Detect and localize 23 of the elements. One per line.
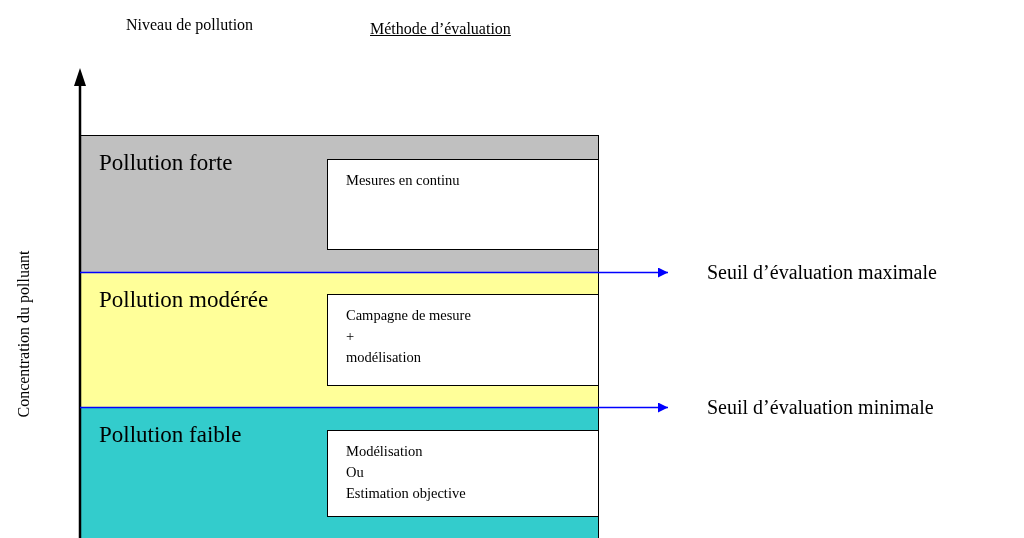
band-heading: Pollution modérée [99, 287, 269, 313]
pollution-band [80, 272, 599, 408]
method-text: Estimation objective [346, 484, 466, 503]
method-text: Ou [346, 463, 364, 482]
method-text: Modélisation [346, 442, 423, 461]
axis-label: Concentration du polluant [14, 250, 33, 418]
method-text: modélisation [346, 348, 421, 367]
threshold-text: Seuil d’évaluation minimale [707, 395, 934, 419]
method-box [327, 294, 599, 386]
method-text: + [346, 327, 355, 346]
band-heading: Pollution faible [99, 422, 242, 448]
method-text: Campagne de mesure [346, 306, 471, 325]
method-box [327, 159, 599, 250]
threshold-arrow [79, 402, 669, 413]
threshold-arrow [79, 267, 669, 278]
pollution-band [80, 135, 599, 273]
method-box [327, 430, 599, 517]
band-heading: Pollution forte [99, 150, 233, 176]
method-text: Mesures en continu [346, 171, 460, 190]
threshold-text: Seuil d’évaluation maximale [707, 260, 937, 284]
column-heading: Méthode d’évaluation [370, 20, 511, 38]
pollution-band [80, 407, 599, 538]
axis-title: Niveau de pollution [126, 16, 254, 34]
